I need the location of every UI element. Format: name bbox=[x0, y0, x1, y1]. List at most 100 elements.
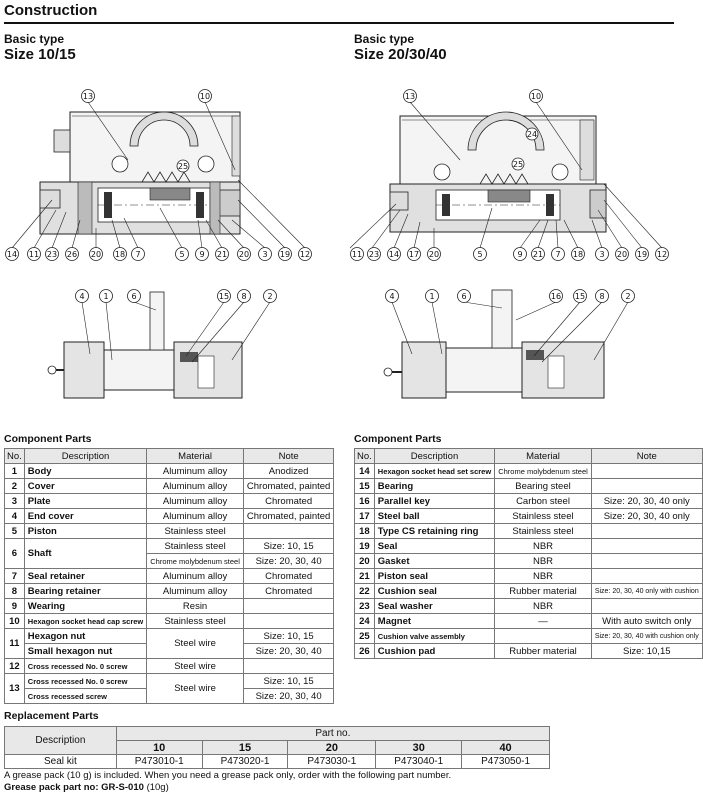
table-header-row: Description Part no. bbox=[4, 726, 551, 755]
part-note bbox=[590, 568, 703, 584]
part-material: Aluminum alloy bbox=[146, 583, 244, 599]
part-note bbox=[242, 598, 335, 614]
part-material: Stainless steel bbox=[494, 508, 592, 524]
part-no: 12 bbox=[4, 658, 25, 674]
part-description: Body bbox=[23, 463, 148, 479]
part-material: Stainless steel bbox=[146, 523, 244, 539]
part-note: Size: 20, 30, 40 with cushion only bbox=[590, 628, 703, 644]
balloon-label: 1 bbox=[429, 292, 434, 301]
part-material: Resin bbox=[146, 598, 244, 614]
part-description: Bearing retainer bbox=[23, 583, 148, 599]
part-description: Cross recessed No. 0 screw bbox=[23, 673, 148, 689]
balloon-label: 15 bbox=[219, 292, 229, 301]
part-no: 23 bbox=[354, 598, 375, 614]
part-note: Chromated, painted bbox=[242, 508, 335, 524]
balloon-label: 24 bbox=[527, 130, 537, 139]
part-material: NBR bbox=[494, 553, 592, 569]
part-no: 21 bbox=[354, 568, 375, 584]
balloon-label: 23 bbox=[47, 250, 57, 259]
part-number: P473050-1 bbox=[461, 754, 550, 769]
part-description: Shaft bbox=[23, 538, 148, 569]
balloon-label: 3 bbox=[262, 250, 267, 259]
part-no: 26 bbox=[354, 643, 375, 659]
col-note: Note bbox=[590, 448, 703, 464]
part-note: Size: 10,15 bbox=[590, 643, 703, 659]
part-description: Piston seal bbox=[373, 568, 496, 584]
balloon-label: 10 bbox=[531, 92, 541, 101]
balloon-label: 6 bbox=[131, 292, 136, 301]
part-no: 10 bbox=[4, 613, 25, 629]
balloon-label: 23 bbox=[369, 250, 379, 259]
part-number: P473010-1 bbox=[115, 754, 203, 769]
grease-part-label: Grease pack part no: GR-S-010 bbox=[4, 782, 144, 793]
part-note bbox=[242, 523, 335, 539]
col-part-no: Part no. bbox=[115, 726, 551, 741]
right-heading: Basic type Size 20/30/40 bbox=[354, 32, 447, 63]
part-no: 11 bbox=[4, 628, 25, 659]
balloon-label: 19 bbox=[280, 250, 290, 259]
col-description: Description bbox=[373, 448, 496, 464]
part-material: Aluminum alloy bbox=[146, 508, 244, 524]
right-heading-size: Size 20/30/40 bbox=[354, 46, 447, 63]
part-description: Wearing bbox=[23, 598, 148, 614]
col-description: Description bbox=[23, 448, 148, 464]
part-description: Bearing bbox=[373, 478, 496, 494]
balloon-label: 7 bbox=[555, 250, 560, 259]
part-material: Rubber material bbox=[494, 643, 592, 659]
part-note: Chromated bbox=[242, 493, 335, 509]
part-no: 17 bbox=[354, 508, 375, 524]
part-material: Aluminum alloy bbox=[146, 478, 244, 494]
balloon-label: 15 bbox=[575, 292, 585, 301]
balloon-label: 11 bbox=[29, 250, 39, 259]
size-header: 15 bbox=[201, 740, 289, 755]
part-no: 14 bbox=[354, 463, 375, 479]
part-number: P473020-1 bbox=[201, 754, 289, 769]
part-note: Anodized bbox=[242, 463, 335, 479]
part-material: Chrome molybdenum steel bbox=[494, 463, 592, 479]
part-description: Cross recessed screw bbox=[23, 688, 148, 704]
part-material: Rubber material bbox=[494, 583, 592, 599]
part-no: 1 bbox=[4, 463, 25, 479]
part-no: 3 bbox=[4, 493, 25, 509]
part-material: Steel wire bbox=[146, 673, 244, 704]
balloon-label: 6 bbox=[461, 292, 466, 301]
part-material: Steel wire bbox=[146, 658, 244, 674]
col-note: Note bbox=[242, 448, 335, 464]
part-no: 6 bbox=[4, 538, 25, 569]
balloon-label: 12 bbox=[657, 250, 667, 259]
table-header-row: No. Description Material Note bbox=[4, 448, 335, 464]
balloon-label: 18 bbox=[573, 250, 583, 259]
part-material: Stainless steel bbox=[494, 523, 592, 539]
part-note: Size: 10, 15 bbox=[242, 538, 335, 554]
balloon-label: 7 bbox=[135, 250, 140, 259]
part-no: 24 bbox=[354, 613, 375, 629]
part-note: Size: 20, 30, 40 only bbox=[590, 508, 703, 524]
part-note bbox=[242, 613, 335, 629]
part-material: Aluminum alloy bbox=[146, 463, 244, 479]
balloon-label: 21 bbox=[533, 250, 543, 259]
page-title: Construction bbox=[4, 2, 98, 19]
part-material: Aluminum alloy bbox=[146, 493, 244, 509]
right-side-view-drawing: 4 1 6 16 15 8 2 bbox=[383, 289, 635, 399]
balloon-label: 10 bbox=[200, 92, 210, 101]
part-description: Steel ball bbox=[373, 508, 496, 524]
part-note bbox=[590, 538, 703, 554]
balloon-label: 4 bbox=[389, 292, 394, 301]
balloon-label: 2 bbox=[267, 292, 272, 301]
part-material: NBR bbox=[494, 538, 592, 554]
